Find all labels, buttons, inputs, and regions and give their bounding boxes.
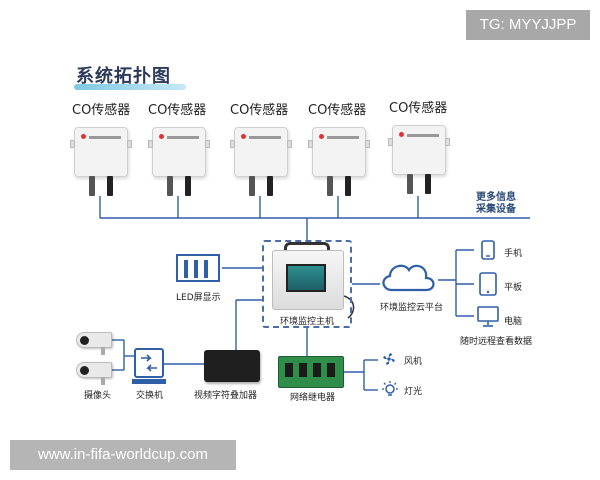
co-sensor-device xyxy=(388,125,450,194)
overlay-label: 视频字符叠加器 xyxy=(194,391,258,401)
watermark-badge: TG: MYYJJPP xyxy=(466,10,590,40)
switch-label: 交换机 xyxy=(136,391,164,401)
switch-arrows-icon xyxy=(141,354,157,372)
watermark-url: www.in-fifa-worldcup.com xyxy=(10,440,236,470)
led-display-icon xyxy=(176,254,220,282)
co-sensor-device xyxy=(308,127,370,196)
host-screen xyxy=(286,264,326,292)
sensor-label-1: CO传感器 xyxy=(72,103,131,118)
tablet-label: 平板 xyxy=(504,283,523,293)
tablet-icon xyxy=(479,272,497,296)
camera-icon xyxy=(76,332,112,355)
co-sensor-device xyxy=(148,127,210,196)
co-sensor-device xyxy=(230,127,292,196)
cloud-icon xyxy=(382,264,435,292)
cloud-label: 环境监控云平台 xyxy=(380,303,444,313)
video-overlay-device xyxy=(204,350,260,382)
switch-icon xyxy=(132,348,166,384)
more-info-label: 更多信息 采集设备 xyxy=(476,192,516,216)
phone-label: 手机 xyxy=(504,249,523,259)
camera-icon xyxy=(76,362,112,385)
sensor-label-4: CO传感器 xyxy=(308,103,367,118)
sensor-label-5: CO传感器 xyxy=(389,101,448,116)
more-info-line1: 更多信息 xyxy=(476,192,516,203)
computer-icon xyxy=(477,306,499,327)
host-handle xyxy=(284,242,330,254)
fan-icon xyxy=(383,353,395,365)
title-underline xyxy=(74,84,186,90)
sensor-label-2: CO传感器 xyxy=(148,103,207,118)
host-frame xyxy=(262,240,352,328)
diagram-title: 系统拓扑图 xyxy=(76,66,171,87)
more-info-line2: 采集设备 xyxy=(476,204,516,215)
host-label: 环境监控主机 xyxy=(280,317,335,327)
relay-label: 网络继电器 xyxy=(290,393,336,403)
camera-label: 摄像头 xyxy=(84,391,112,401)
network-relay-device xyxy=(278,356,344,388)
led-label: LED屏显示 xyxy=(176,293,221,303)
phone-icon xyxy=(481,240,495,260)
light-icon xyxy=(382,381,398,396)
remote-view-label: 随时远程查看数据 xyxy=(460,337,533,347)
light-label: 灯光 xyxy=(404,387,423,397)
computer-label: 电脑 xyxy=(504,317,523,327)
co-sensor-device xyxy=(70,127,132,196)
fan-label: 风机 xyxy=(404,357,423,367)
sensor-label-3: CO传感器 xyxy=(230,103,289,118)
